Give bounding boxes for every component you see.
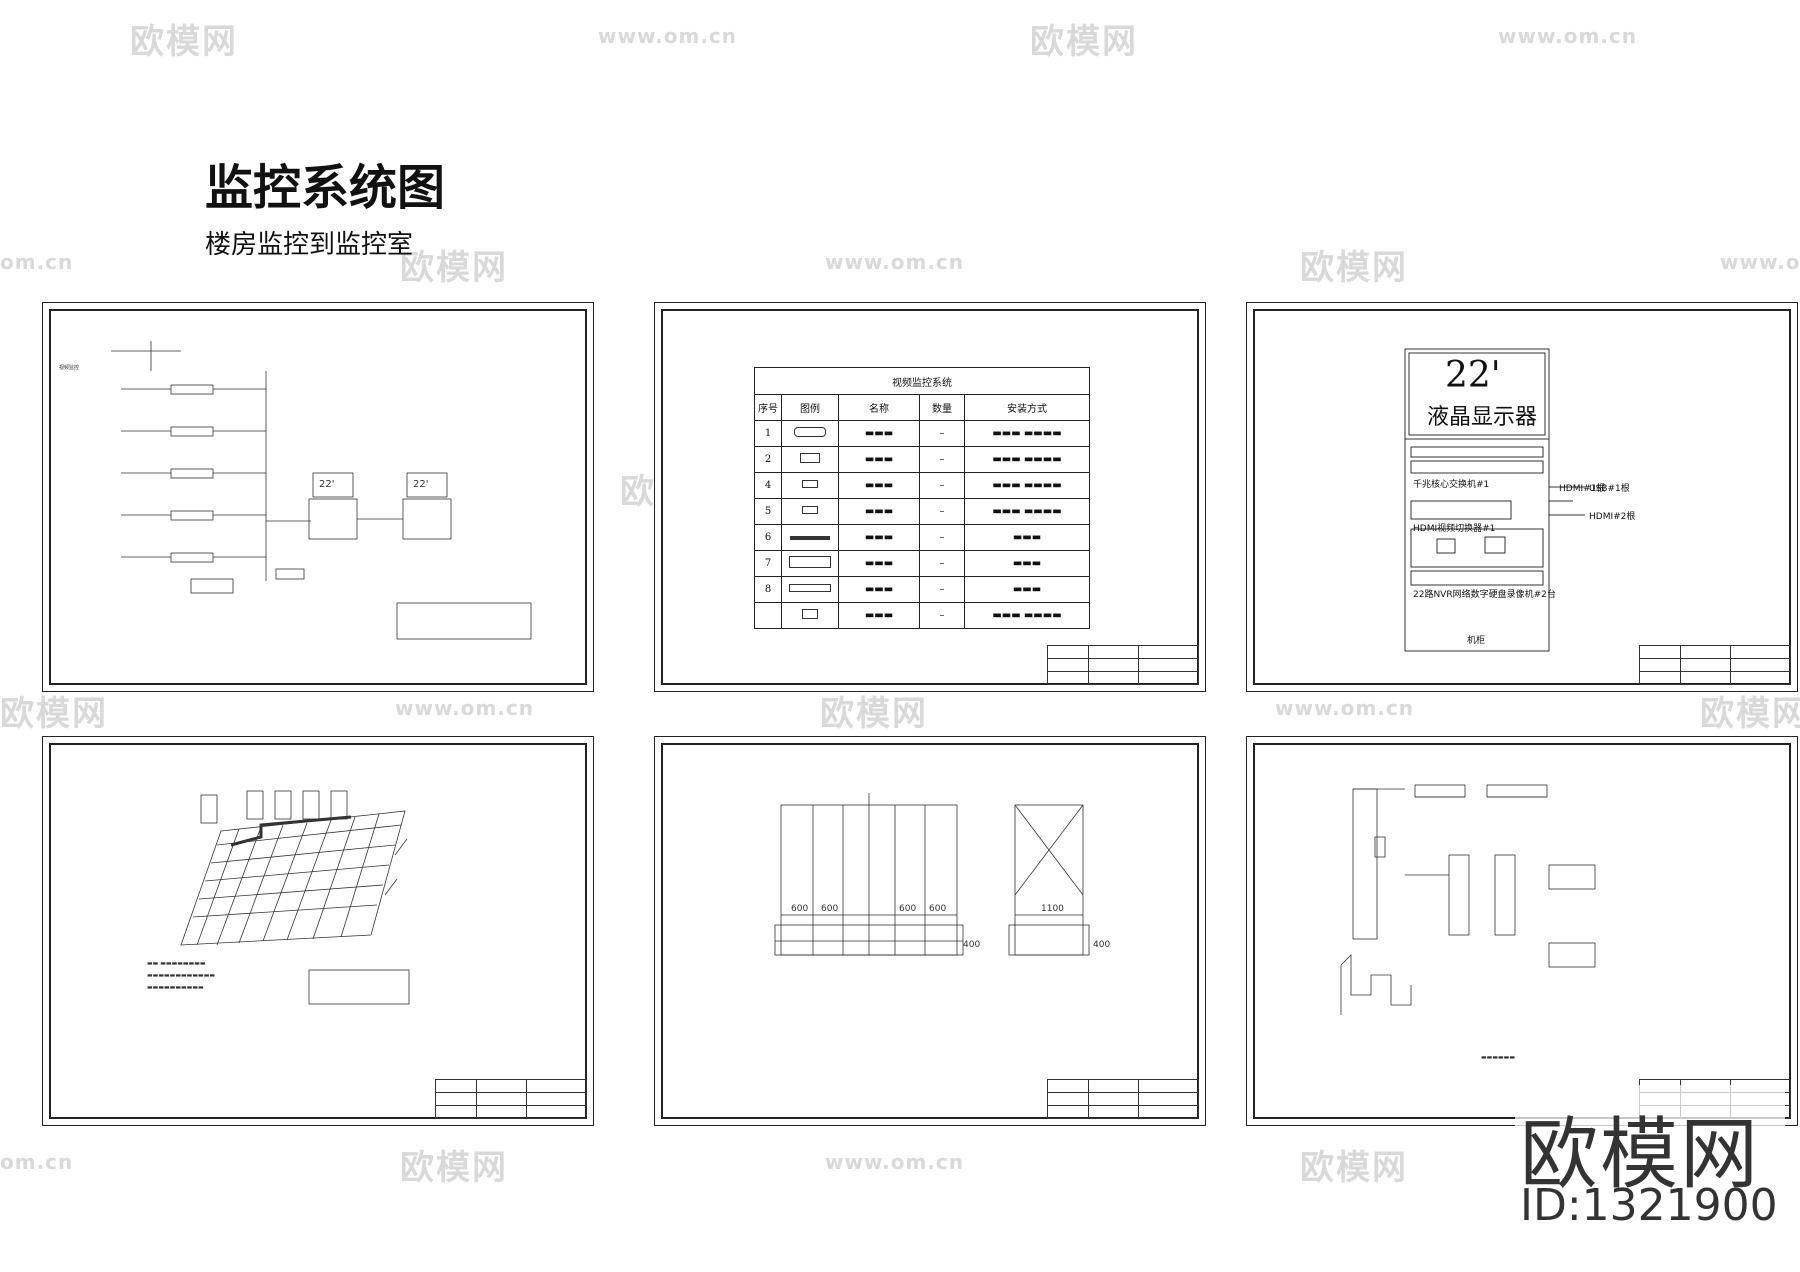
- table-row: ▬▬▬–▬▬▬ ▬▬▬▬: [754, 602, 1090, 629]
- dim-4: 600: [929, 904, 946, 914]
- page-subtitle: 楼房监控到监控室: [205, 230, 414, 260]
- table-row: 5▬▬▬–▬▬▬ ▬▬▬▬: [754, 498, 1090, 525]
- cabinet-label-hdmi-switcher: HDMI视频切换器#1: [1413, 524, 1496, 534]
- brand-logo-panel: [1515, 1085, 1785, 1245]
- cabinet-label-switch: 千兆核心交换机#1: [1413, 480, 1490, 490]
- floor-grid-drawing: ▬▬ ▬▬▬▬▬▬▬▬▬▬▬▬▬▬▬▬▬▬▬▬▬▬▬▬▬▬▬▬▬▬: [147, 790, 410, 1005]
- table-row: 1▬▬▬–▬▬▬ ▬▬▬▬: [754, 420, 1090, 447]
- cabinet-monitor-size: 22': [1445, 355, 1501, 396]
- col-install: 安装方式: [964, 394, 1090, 421]
- col-name: 名称: [838, 394, 920, 421]
- watermark-url: www.om.cn: [1275, 696, 1415, 720]
- title-block: [1639, 645, 1791, 685]
- watermark-brand: 欧模网: [400, 1148, 508, 1188]
- table-row: 4▬▬▬–▬▬▬ ▬▬▬▬: [754, 472, 1090, 499]
- cabinet-label-hdmi-2: HDMI#2根: [1589, 512, 1636, 522]
- watermark-url: om.cn: [0, 250, 74, 274]
- brand-logo-name: 欧模网: [1520, 1110, 1761, 1200]
- cabinet-label-nvr: 22路NVR网络数字硬盘录像机#2台: [1413, 590, 1556, 600]
- sheet-frame: 600 600 600 600 1100 400 400: [661, 743, 1199, 1119]
- cabinet-label-usb: USB#1根: [1589, 484, 1630, 494]
- title-block: [1047, 645, 1199, 685]
- svg-text:视频监控: 视频监控: [59, 364, 79, 371]
- equipment-table: 视频监控系统 序号 图例 名称 数量 安装方式 1▬▬▬–▬▬▬ ▬▬▬▬ 2▬…: [754, 367, 1090, 629]
- cabinet-label-hdmi-1: HDMI#1根: [1559, 484, 1606, 494]
- watermark-brand: 欧模网: [1030, 22, 1138, 62]
- cabinet-drawing: [1404, 348, 1585, 652]
- details-drawing: ▬▬▬▬▬▬: [1340, 784, 1596, 1061]
- sheet-equipment-table[interactable]: 视频监控系统 序号 图例 名称 数量 安装方式 1▬▬▬–▬▬▬ ▬▬▬▬ 2▬…: [654, 302, 1206, 692]
- cabinet-caption: 机柜: [1467, 636, 1486, 646]
- title-block: [1047, 1079, 1199, 1119]
- dim-3: 600: [899, 904, 916, 914]
- table-row: 6▬▬▬–▬▬▬: [754, 524, 1090, 551]
- svg-text:▬▬ ▬▬▬▬▬▬▬▬: ▬▬ ▬▬▬▬▬▬▬▬: [147, 960, 206, 967]
- watermark-url: www.om.cn: [395, 696, 535, 720]
- watermark-brand: 欧模网: [130, 22, 238, 62]
- col-legend: 图例: [781, 394, 839, 421]
- watermark-brand: 欧模网: [0, 694, 108, 734]
- sheet-frame: 视频监控系统 序号 图例 名称 数量 安装方式 1▬▬▬–▬▬▬ ▬▬▬▬ 2▬…: [661, 309, 1199, 685]
- watermark-url: om.cn: [0, 1150, 74, 1174]
- svg-text:▬▬▬▬▬▬: ▬▬▬▬▬▬: [1481, 1054, 1515, 1061]
- dim-6: 400: [963, 940, 980, 950]
- svg-text:22': 22': [413, 479, 428, 490]
- watermark-brand: 欧模网: [1700, 694, 1800, 734]
- dim-1: 600: [791, 904, 808, 914]
- cabinet-monitor-label: 液晶显示器: [1427, 405, 1538, 430]
- dim-5: 1100: [1041, 904, 1064, 914]
- sheet-elevation[interactable]: 600 600 600 600 1100 400 400: [654, 736, 1206, 1126]
- system-diagram-drawing: 视频监控 22' 22': [59, 341, 532, 640]
- sheet-frame: ▬▬ ▬▬▬▬▬▬▬▬▬▬▬▬▬▬▬▬▬▬▬▬▬▬▬▬▬▬▬▬▬▬: [49, 743, 587, 1119]
- watermark-url: www.om.cn: [1498, 24, 1638, 48]
- brand-logo-id: ID:1321900: [1520, 1180, 1778, 1231]
- page-title: 监控系统图: [205, 160, 446, 216]
- sheet-details[interactable]: ▬▬▬▬▬▬: [1246, 736, 1798, 1126]
- table-row: 2▬▬▬–▬▬▬ ▬▬▬▬: [754, 446, 1090, 473]
- sheet-frame: 22' 液晶显示器 千兆核心交换机#1 HDMI视频切换器#1 22路NVR网络…: [1253, 309, 1791, 685]
- dim-7: 400: [1093, 940, 1110, 950]
- table-row: 8▬▬▬–▬▬▬: [754, 576, 1090, 603]
- sheet-frame: ▬▬▬▬▬▬: [1253, 743, 1791, 1119]
- table-caption: 视频监控系统: [754, 367, 1090, 395]
- table-row: 7▬▬▬–▬▬▬: [754, 550, 1090, 577]
- floor-rows: [121, 384, 266, 594]
- svg-text:▬▬▬▬▬▬▬▬▬▬▬▬: ▬▬▬▬▬▬▬▬▬▬▬▬: [147, 972, 215, 979]
- sheet-system-diagram[interactable]: 视频监控 22' 22': [42, 302, 594, 692]
- sheet-frame: 视频监控 22' 22': [49, 309, 587, 685]
- svg-text:22': 22': [319, 479, 334, 490]
- sheet-floor-grid[interactable]: ▬▬ ▬▬▬▬▬▬▬▬▬▬▬▬▬▬▬▬▬▬▬▬▬▬▬▬▬▬▬▬▬▬: [42, 736, 594, 1126]
- watermark-url: www.om.cn: [825, 250, 965, 274]
- svg-text:▬▬▬▬▬▬▬▬▬▬: ▬▬▬▬▬▬▬▬▬▬: [147, 984, 204, 991]
- watermark-url: www.om.cn: [598, 24, 738, 48]
- watermark-brand: 欧模网: [820, 694, 928, 734]
- sheet-cabinet[interactable]: 22' 液晶显示器 千兆核心交换机#1 HDMI视频切换器#1 22路NVR网络…: [1246, 302, 1798, 692]
- dim-2: 600: [821, 904, 838, 914]
- title-block: [435, 1079, 587, 1119]
- watermark-url: www.om.cn: [825, 1150, 965, 1174]
- watermark-brand: 欧模网: [400, 248, 508, 288]
- watermark-brand: 欧模网: [1300, 1148, 1408, 1188]
- col-qty: 数量: [919, 394, 965, 421]
- watermark-url: www.om.cn: [1720, 250, 1800, 274]
- watermark-brand: 欧模网: [1300, 248, 1408, 288]
- col-no: 序号: [754, 394, 782, 421]
- elevation-drawing: 600 600 600 600 1100 400 400: [774, 793, 1110, 956]
